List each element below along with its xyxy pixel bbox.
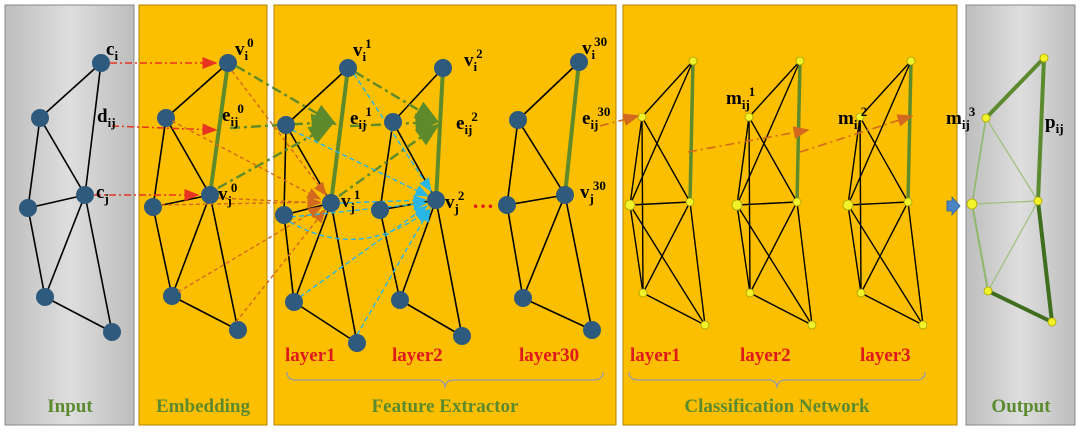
classification-message-arrows <box>599 113 914 153</box>
classification-node <box>842 199 854 211</box>
classification-node <box>792 197 802 207</box>
feature-nodes <box>275 53 601 352</box>
classification-edge <box>906 60 913 203</box>
embedding-edge-eij <box>208 62 230 196</box>
classification-edge <box>749 292 813 326</box>
embedding-nodes <box>144 54 247 339</box>
classification-edge <box>748 116 751 294</box>
classification-edge <box>641 60 694 118</box>
symbol-labels: cidijcjvi0eij0vj0vi1eij1vj1vi2eij2vj2vi3… <box>96 34 1064 216</box>
input-to-embedding-arrows <box>94 57 218 201</box>
classification-edge <box>847 60 912 206</box>
classification-edge <box>629 204 644 294</box>
caption-output: Output <box>991 396 1051 417</box>
feature-layer-label-30: layer30 <box>519 345 579 366</box>
classification-graphs <box>624 56 928 330</box>
symbol-classification-2: mij3 <box>946 104 976 132</box>
classification-layer-label-1: layer1 <box>630 345 681 366</box>
classification-edge <box>907 201 924 326</box>
classification-edge <box>748 116 798 203</box>
classification-node <box>685 197 695 207</box>
classification-node <box>700 320 710 330</box>
classification-node <box>745 288 755 298</box>
classification-node <box>624 199 636 211</box>
classification-node <box>795 56 805 66</box>
classification-node <box>918 320 928 330</box>
classification-edge <box>748 60 801 118</box>
classification-node <box>807 320 817 330</box>
classification-node <box>906 56 916 66</box>
classification-edge <box>859 60 912 118</box>
classification-edge <box>796 201 813 326</box>
caption-embedding: Embedding <box>156 396 250 417</box>
classification-edge <box>689 201 706 326</box>
classification-node <box>688 56 698 66</box>
classification-edge <box>641 116 644 294</box>
classification-edge <box>847 204 862 294</box>
classification-edge <box>736 201 798 206</box>
layer1-to-layer2-cyan-arrows <box>289 73 432 336</box>
classification-node <box>856 288 866 298</box>
classification-edge <box>629 116 643 206</box>
classification-edge <box>847 201 909 206</box>
embedding-to-layer1-orange-arrows <box>160 70 327 323</box>
symbol-classification-1: mij2 <box>838 104 867 132</box>
classification-node <box>637 112 647 122</box>
feature-brace <box>286 371 604 389</box>
classification-layer-label-2: layer2 <box>740 345 791 366</box>
classification-layer-label-3: layer3 <box>860 345 911 366</box>
classification-edge <box>736 60 801 206</box>
classification-edge <box>859 116 909 203</box>
classification-edge <box>641 116 691 203</box>
classification-node <box>744 112 754 122</box>
classification-edge <box>859 116 862 294</box>
classification-edge <box>736 204 751 294</box>
feature-layer1-edge <box>329 67 350 204</box>
classification-edge <box>749 201 798 294</box>
classification-edge <box>642 201 691 294</box>
output-block-arrow <box>946 195 961 217</box>
classification-brace <box>628 371 926 389</box>
feature-layer-label-2: layer2 <box>392 345 443 366</box>
output-panel <box>965 4 1076 426</box>
classification-edge <box>860 292 924 326</box>
caption-feature-extractor: Feature Extractor <box>372 396 519 417</box>
input-graph <box>27 62 113 333</box>
output-graph <box>971 56 1054 324</box>
feature-layer30-edge <box>563 61 581 196</box>
classification-edge <box>629 60 694 206</box>
classification-edge <box>847 116 861 206</box>
classification-edge <box>736 116 750 206</box>
classification-node <box>903 197 913 207</box>
feature-ellipsis: … <box>472 188 494 213</box>
classification-node <box>731 199 743 211</box>
caption-classification-network: Classification Network <box>684 396 870 417</box>
output-nodes <box>966 53 1057 327</box>
feature-layer-label-1: layer1 <box>285 345 336 366</box>
classification-edge <box>642 292 706 326</box>
classification-node <box>855 112 865 122</box>
embedding-graph <box>152 62 239 331</box>
input-nodes <box>19 54 121 341</box>
caption-input: Input <box>47 396 93 417</box>
classification-edge <box>860 201 909 294</box>
feature-layer30-graph <box>506 61 593 331</box>
classification-edge <box>688 60 695 203</box>
classification-edge <box>629 201 691 206</box>
classification-node <box>638 288 648 298</box>
